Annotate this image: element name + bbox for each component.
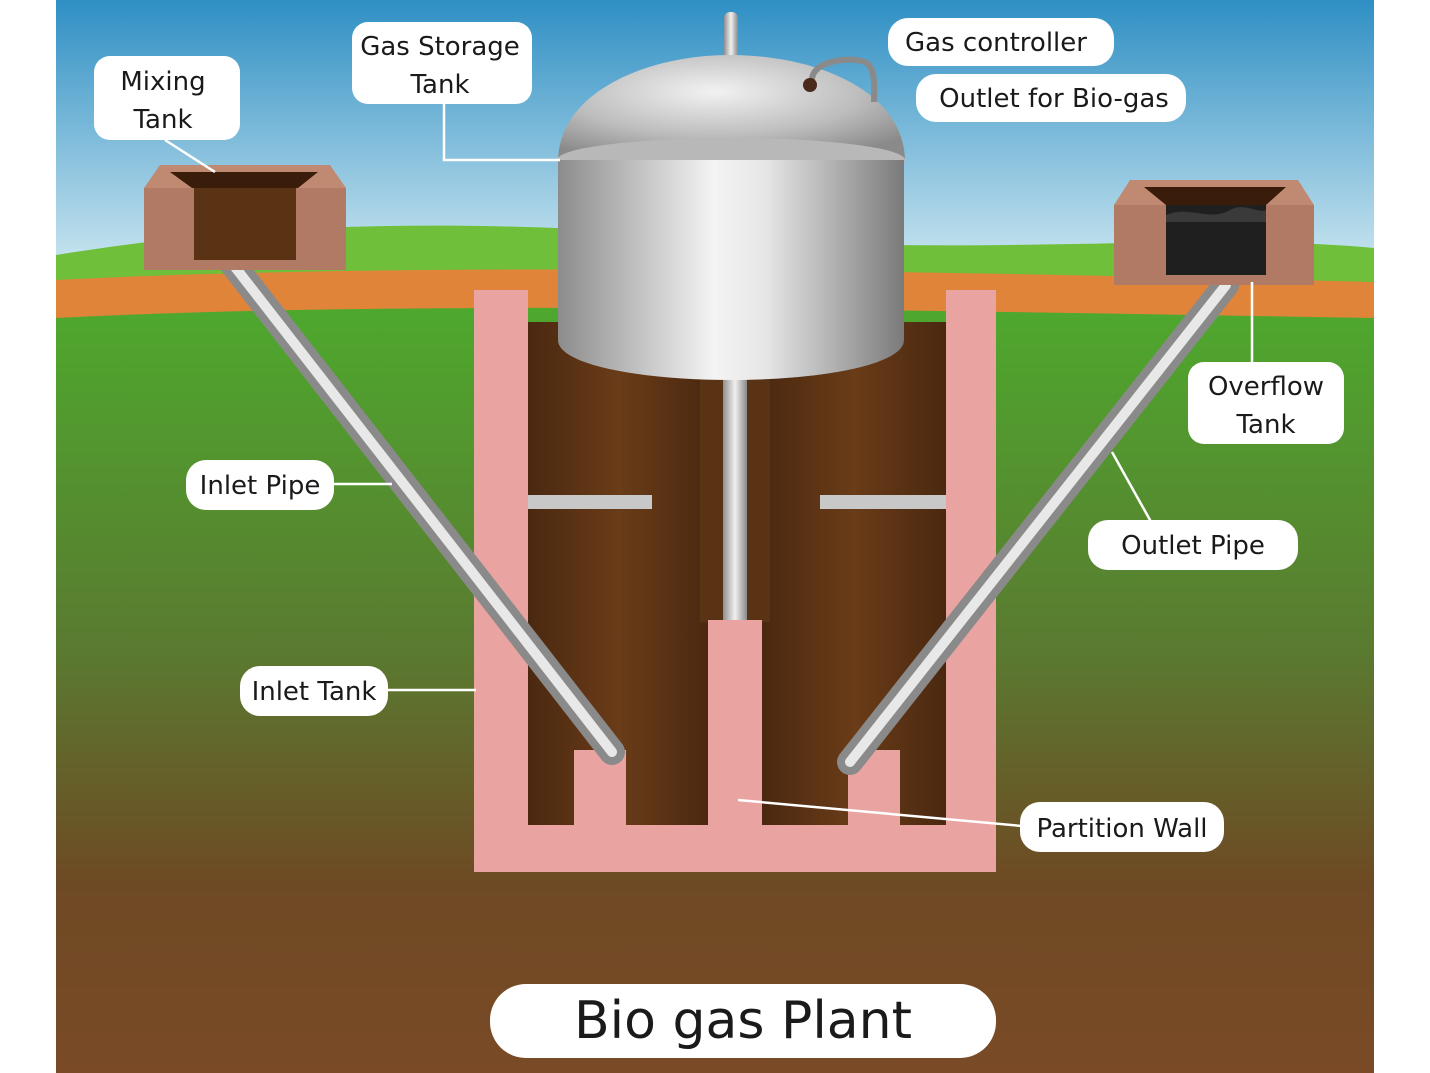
gas-stem	[723, 375, 747, 620]
label-overflow-line2: Tank	[1235, 410, 1295, 440]
label-gas-storage-line1: Gas Storage	[360, 32, 520, 62]
labels: Mixing Tank Gas Storage Tank Gas control…	[94, 18, 1344, 1058]
label-gas-controller-text: Gas controller	[905, 28, 1087, 58]
label-mixing-tank: Mixing Tank	[94, 56, 240, 140]
mixing-tank	[144, 165, 346, 270]
partition-wall	[708, 620, 762, 825]
label-mixing-tank-line2: Tank	[132, 105, 192, 135]
pipes	[215, 245, 1239, 775]
mixing-tank-slurry	[194, 188, 296, 260]
label-gas-storage-tank: Gas Storage Tank	[352, 22, 532, 104]
overflow-tank-inner	[1144, 187, 1286, 205]
overflow-tank	[1114, 180, 1314, 285]
right-baffle	[820, 495, 946, 509]
left-baffle	[528, 495, 652, 509]
gas-dome	[558, 55, 905, 160]
label-mixing-tank-line1: Mixing	[120, 67, 205, 97]
label-inlet-pipe-text: Inlet Pipe	[200, 471, 321, 501]
label-partition-wall: Partition Wall	[1020, 802, 1224, 852]
overflow-slurry-surface	[1166, 207, 1266, 222]
leader-mixing-tank	[164, 138, 216, 174]
label-outlet-biogas: Outlet for Bio-gas	[916, 74, 1186, 122]
label-gas-storage-line2: Tank	[409, 70, 469, 100]
outlet-pipe-highlight	[845, 280, 1231, 767]
inlet-pipe-highlight	[223, 253, 617, 757]
gas-top-pipe	[724, 12, 738, 62]
label-inlet-tank: Inlet Tank	[240, 666, 388, 716]
label-outlet-pipe-text: Outlet Pipe	[1121, 531, 1265, 561]
gas-storage-tank	[557, 12, 905, 620]
gas-outlet-handle	[809, 56, 878, 103]
gas-controller-knob	[803, 78, 817, 92]
digester-wall	[474, 290, 996, 872]
label-inlet-tank-text: Inlet Tank	[252, 677, 377, 707]
label-inlet-pipe: Inlet Pipe	[186, 460, 334, 510]
label-outlet-pipe: Outlet Pipe	[1088, 520, 1298, 570]
gas-cylinder	[558, 160, 904, 380]
diagram-title: Bio gas Plant	[574, 991, 912, 1051]
label-overflow-line1: Overflow	[1208, 372, 1324, 402]
label-gas-controller: Gas controller	[888, 18, 1114, 66]
title-box: Bio gas Plant	[490, 984, 996, 1058]
label-outlet-biogas-text: Outlet for Bio-gas	[939, 84, 1169, 114]
leader-partition-wall	[737, 798, 1023, 828]
label-partition-wall-text: Partition Wall	[1036, 814, 1207, 844]
mixing-tank-inner	[170, 172, 318, 188]
leader-gas-storage	[442, 100, 560, 162]
label-overflow-tank: Overflow Tank	[1188, 362, 1344, 444]
